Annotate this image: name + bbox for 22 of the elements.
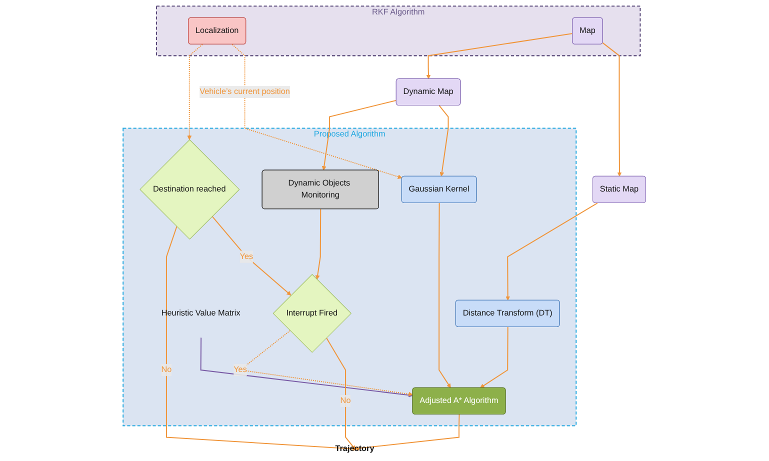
edge-label: Vehicle’s current position xyxy=(200,87,290,96)
arrow xyxy=(322,100,397,170)
arrow xyxy=(187,44,203,140)
arrow xyxy=(438,203,451,388)
arrow xyxy=(602,42,622,177)
arrow xyxy=(315,209,322,280)
arrow xyxy=(212,216,292,296)
arrow xyxy=(480,326,508,388)
arrow xyxy=(426,33,573,80)
arrow xyxy=(232,44,402,179)
arrow xyxy=(326,338,356,450)
arrow xyxy=(354,414,460,451)
edge-label: Yes xyxy=(240,252,254,261)
arrow xyxy=(438,105,449,177)
edge-label: Yes xyxy=(234,365,248,374)
node-diamond: Destination reached xyxy=(140,139,240,240)
arrow xyxy=(200,338,414,398)
edge-label: No xyxy=(161,365,172,374)
arrow xyxy=(166,226,358,452)
edge-label: No xyxy=(340,396,351,406)
node-diamond: Interrupt Fired xyxy=(272,274,352,353)
arrow xyxy=(506,202,598,301)
